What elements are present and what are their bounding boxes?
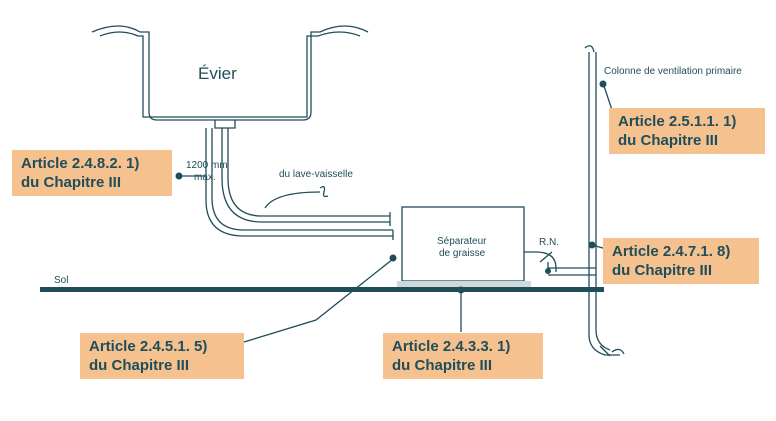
floor-line bbox=[40, 287, 604, 292]
callout-line2: du Chapitre III bbox=[89, 356, 190, 374]
callout-line1: Article 2.4.3.3. 1) bbox=[392, 338, 511, 355]
separator-label-line1: Séparateur bbox=[437, 236, 487, 247]
callout-article-2451: Article 2.4.5.1. 5) du Chapitre III bbox=[80, 333, 244, 379]
distance-value-label: 1200 mm bbox=[186, 160, 228, 171]
drain-line bbox=[205, 128, 393, 237]
dot-a2511 bbox=[599, 80, 607, 88]
sink-tailpiece bbox=[214, 120, 236, 129]
callout-article-2511: Article 2.5.1.1. 1) du Chapitre III bbox=[609, 108, 765, 154]
dot-rn bbox=[545, 268, 551, 274]
distance-unit-label: max. bbox=[194, 172, 216, 183]
rn-label: R.N. bbox=[539, 237, 559, 248]
dot-a2433 bbox=[457, 286, 465, 294]
callout-line2: du Chapitre III bbox=[21, 173, 122, 191]
leader-a2451 bbox=[243, 258, 394, 343]
vent-stack-label: Colonne de ventilation primaire bbox=[604, 66, 742, 77]
dot-a2451 bbox=[389, 254, 397, 262]
callout-line1: Article 2.4.8.2. 1) bbox=[21, 155, 140, 172]
callout-line1: Article 2.4.5.1. 5) bbox=[89, 338, 208, 355]
callout-line2: du Chapitre III bbox=[618, 131, 719, 149]
dishwasher-branch bbox=[264, 191, 321, 209]
dot-a2482 bbox=[175, 172, 183, 180]
trap-pipe bbox=[221, 128, 390, 223]
sink-outline bbox=[91, 25, 369, 121]
callout-article-2433: Article 2.4.3.3. 1) du Chapitre III bbox=[383, 333, 543, 379]
vent-stack bbox=[588, 52, 620, 356]
floor-label: Sol bbox=[54, 275, 69, 286]
sink-inner bbox=[99, 31, 361, 118]
leader-a2511 bbox=[603, 85, 613, 111]
callout-line1: Article 2.5.1.1. 1) bbox=[618, 113, 737, 130]
callout-line1: Article 2.4.7.1. 8) bbox=[612, 243, 731, 260]
sink-label: Évier bbox=[198, 64, 237, 83]
callout-line2: du Chapitre III bbox=[392, 356, 493, 374]
callout-line2: du Chapitre III bbox=[612, 261, 713, 279]
dishwasher-label: du lave-vaisselle bbox=[279, 169, 353, 180]
dot-a2471 bbox=[588, 241, 596, 249]
callout-article-2471: Article 2.4.7.1. 8) du Chapitre III bbox=[603, 238, 759, 284]
callout-article-2482: Article 2.4.8.2. 1) du Chapitre III bbox=[12, 150, 172, 196]
separator-label-line2: de graisse bbox=[439, 248, 486, 259]
